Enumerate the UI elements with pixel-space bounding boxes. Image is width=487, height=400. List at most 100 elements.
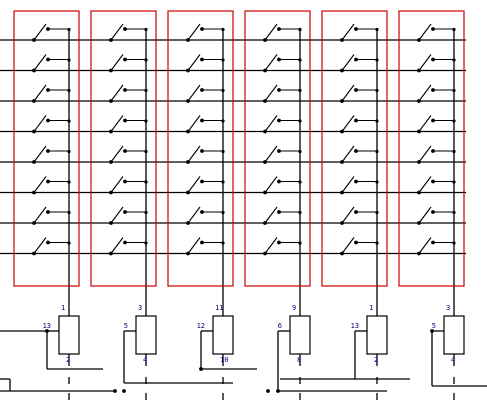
pin-label-left: 6 [278,322,282,330]
switch-group-frame [321,10,388,287]
column-junction-node [298,27,302,32]
column-junction-node [144,241,148,245]
switch-lever [33,176,47,193]
switch-lever [33,23,47,41]
column-junction-node [221,149,225,154]
switch-group-frame [398,10,465,287]
column-junction-node [67,119,71,123]
driver-block [212,315,234,355]
switch-lever [187,176,201,193]
control-junction-node [122,389,126,393]
column-junction-node [452,88,456,93]
switch-lever [110,54,124,71]
column-junction-node [144,88,148,93]
column-junction-node [144,58,148,62]
switches-layer [32,23,456,256]
switch-lever [33,145,47,163]
column-junction-node [298,210,302,215]
column-junction-node [452,210,456,215]
driver-block [289,315,311,355]
pin-label-left: 12 [197,322,205,330]
column-junction-node [221,241,225,245]
switch-lever [110,237,124,254]
driver-block [58,315,80,355]
switch-lever [341,237,355,254]
control-junction-node [276,389,280,393]
switch-lever [187,115,201,132]
switch-lever [264,115,278,132]
pin-label-top: 3 [446,304,450,312]
switch-lever [33,84,47,102]
pin-label-top: 1 [61,304,65,312]
switch-lever [110,115,124,132]
driver-block [135,315,157,355]
switch-lever [110,145,124,163]
column-junction-node [375,58,379,62]
switch-lever [33,54,47,71]
switch-lever [264,176,278,193]
column-junction-node [67,149,71,154]
column-junction-node [375,149,379,154]
switch-lever [341,145,355,163]
switch-lever [418,206,432,224]
switch-lever [341,206,355,224]
column-junction-node [67,180,71,184]
control-junction-node [266,389,270,393]
components-layer [58,315,465,355]
switch-lever [264,206,278,224]
column-junction-node [298,58,302,62]
switch-group-frame [167,10,234,287]
switch-lever [33,237,47,254]
switch-lever [187,84,201,102]
column-junction-node [452,58,456,62]
switch-lever [110,84,124,102]
column-junction-node [67,27,71,32]
column-junction-node [452,241,456,245]
switch-lever [418,237,432,254]
column-junction-node [221,180,225,184]
switch-lever [264,84,278,102]
pin-label-bottom: 4 [451,356,455,364]
driver-block [443,315,465,355]
pin-label-top: 1 [369,304,373,312]
column-junction-node [67,58,71,62]
switch-lever [264,23,278,41]
switch-lever [110,176,124,193]
pin-label-bottom: 2 [66,356,70,364]
column-junction-node [67,210,71,215]
pin-label-bottom: 10 [220,356,228,364]
column-junction-node [221,27,225,32]
column-junction-node [298,119,302,123]
pin-label-left: 13 [351,322,359,330]
switch-lever [264,237,278,254]
switch-lever [187,54,201,71]
switch-lever [418,84,432,102]
column-junction-node [144,210,148,215]
column-junction-node [144,149,148,154]
pin-label-bottom: 4 [143,356,147,364]
pin-label-left: 5 [432,322,436,330]
column-junction-node [221,58,225,62]
switch-lever [341,54,355,71]
switch-lever [33,115,47,132]
column-junction-node [144,27,148,32]
column-junction-node [298,88,302,93]
switch-group-frame [13,10,80,287]
switch-lever [33,206,47,224]
column-junction-node [375,88,379,93]
switch-lever [341,84,355,102]
control-junction-node [45,329,49,333]
pin-label-top: 3 [138,304,142,312]
column-junction-node [452,180,456,184]
pin-label-left: 13 [43,322,51,330]
column-junction-node [452,119,456,123]
column-junction-node [452,149,456,154]
switch-lever [418,115,432,132]
switch-lever [418,54,432,71]
switch-lever [418,145,432,163]
column-junction-node [298,180,302,184]
switch-lever [187,206,201,224]
column-junction-node [221,119,225,123]
switch-lever [418,23,432,41]
